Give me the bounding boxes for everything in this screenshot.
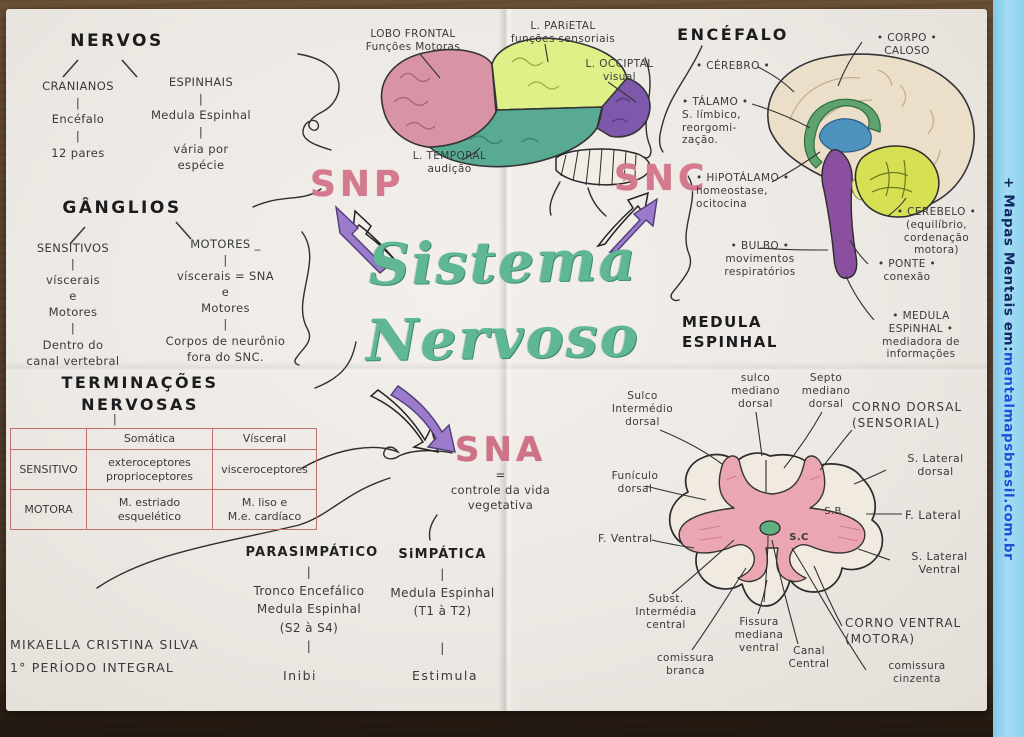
snc-purple-arrow [608,197,658,253]
sagittal-brain-drawing [751,41,975,321]
sulco-intermedio-label: Sulco Intermédio dorsal [611,390,674,428]
signature-period: 1° PERÍODO INTEGRAL [10,660,175,675]
sna-purple-arrow [389,385,456,453]
table-cell-sensitivo-visceral: visceroceptores [212,449,317,490]
terminacoes-connector: | [112,412,118,426]
purple-arrows [334,191,658,453]
septo-mediano-label: Septo mediano dorsal [801,372,851,410]
nervos-cranianos-branch: CRANIANOS | Encéfalo | 12 pares [42,79,114,160]
lobe-leader-lines [419,43,637,161]
corno-ventral-label: CORNO VENTRAL (MOTORA) [845,616,962,646]
connector-squiggles [96,45,703,589]
talamo-label: • TÁLAMO • S. límbico, reorgomi- zação. [682,96,749,147]
simpatica-title: SiMPÁTICA [398,547,487,562]
snp-purple-arrow [334,205,388,274]
funiculo-dorsal-label: Funículo dorsal [611,470,659,495]
ponte-label: • PONTE • conexão [877,258,937,283]
cerebelo-label: • CEREBELO • (equilíbrio, cordenação mot… [896,206,977,257]
lateral-brain-drawing [380,37,651,187]
medula-espinhal-heading: MEDULA ESPINHAL [682,313,778,352]
f-ventral-label: F. Ventral [598,532,653,545]
sulco-mediano-label: sulco mediano dorsal [731,372,780,410]
lobo-frontal-label: LOBO FRONTAL Funções Motoras [365,28,461,53]
parasimpatico-body: | Tronco Encefálico Medula Espinhal (S2 … [253,565,365,654]
table-cell-sensitivo-somatica: exteroceptores proprioceptores [86,449,213,490]
sna-note: = controle da vida vegetativa [450,468,551,512]
ganglios-motores-branch: MOTORES _ | víscerais = SNA e Motores | … [165,237,286,364]
comissura-cinzenta-label: comissura cinzenta [888,660,946,685]
nervos-title: NERVOS [70,31,164,51]
substancia-cinzenta-abbrev: S.C [789,532,809,543]
lobo-temporal-label: L. TEMPORAL audição [412,150,487,175]
table-row: MOTORA M. estriado esquelético M. liso e… [10,489,317,530]
table-cell-motora-visceral: M. liso e M.e. cardíaco [212,489,317,530]
spinal-cross-section-drawing [645,411,902,671]
ganglios-title: GÂNGLIOS [62,198,182,218]
main-title-line2: Nervoso [365,302,641,375]
snp-outline-arrow [352,209,403,269]
cross-section-leader-lines [645,411,902,671]
corno-dorsal-label: CORNO DORSAL (SENSORIAL) [852,400,963,430]
snc-outline-arrow [596,191,649,248]
simpatica-result: Estimula [411,668,479,683]
table-cell-motora-somatica: M. estriado esquelético [86,489,213,530]
encefalo-leader-lines [751,41,907,321]
branch-slashes [62,59,192,245]
hipotalamo-label: • HiPOTÁLAMO • homeostase, ocitocina [696,172,790,210]
s-lateral-ventral-label: S. Lateral Ventral [911,550,968,577]
s-lateral-dorsal-label: S. Lateral dorsal [907,452,964,479]
table-header-row: Somática Vísceral [10,428,317,450]
paper-vertical-fold [498,9,514,711]
signature-name: MIKAELLA CRISTINA SILVA [10,637,199,652]
main-title-line1: Sistema [368,226,638,299]
banner-url-text: mentalmapsbrasil.com.br [1000,351,1017,561]
terminacoes-title: TERMINAÇÕES NERVOSAS [61,373,219,414]
nervos-espinhais-branch: ESPINHAIS | Medula Espinhal | vária por … [150,75,252,173]
encefalo-title: ENCÉFALO [677,25,789,44]
simpatica-body: | Medula Espinhal (T1 à T2) | [390,567,495,656]
table-header-empty [10,428,87,450]
table-header-visceral: Vísceral [212,428,317,450]
corpo-caloso-label: • CORPO • CALOSO [876,32,938,57]
watermark-banner: + Mapas Mentais em: mentalmapsbrasil.com… [993,0,1024,737]
lobo-parietal-label: L. PARiETAL funções sensoriais [510,20,616,45]
fissura-mediana-label: Fissura mediana ventral [734,616,784,654]
subst-intermedia-label: Subst. Intermédia central [635,593,697,631]
sna-label: SNA [455,430,547,470]
ganglios-sensitivos-branch: SENSITIVOS | víscerais e Motores | Dentr… [26,241,120,368]
bulbo-label: • BULBO • movimentos respiratórios [724,240,796,278]
cerebro-label: • CÉREBRO • [695,60,771,72]
table-cell-motora: MOTORA [10,489,87,530]
snp-label: SNP [310,164,405,205]
parasimpatico-title: PARASIMPÁTICO [245,545,379,560]
medula-espinhal-label: • MEDULA ESPiNHAL • mediadora de informa… [882,310,960,361]
f-lateral-label: F. Lateral [905,508,962,522]
comissura-branca-label: comissura branca [656,652,715,677]
table-header-somatica: Somática [86,428,213,450]
substancia-branca-abbrev: S.B [824,506,842,517]
paper-horizontal-fold [6,362,987,374]
table-row: SENSITIVO exteroceptores proprioceptores… [10,449,317,490]
table-cell-sensitivo: SENSITIVO [10,449,87,490]
sna-outline-arrow [369,389,440,453]
banner-prefix-text: + Mapas Mentais em: [1000,176,1017,352]
canal-central-label: Canal Central [788,645,830,670]
parasimpatico-result: Inibi [283,668,317,683]
lobo-occipital-label: L. OCCIPTAL visual [585,58,654,83]
terminacoes-table: Somática Vísceral SENSITIVO exteroceptor… [10,428,317,530]
snc-label: SNC [614,158,709,199]
